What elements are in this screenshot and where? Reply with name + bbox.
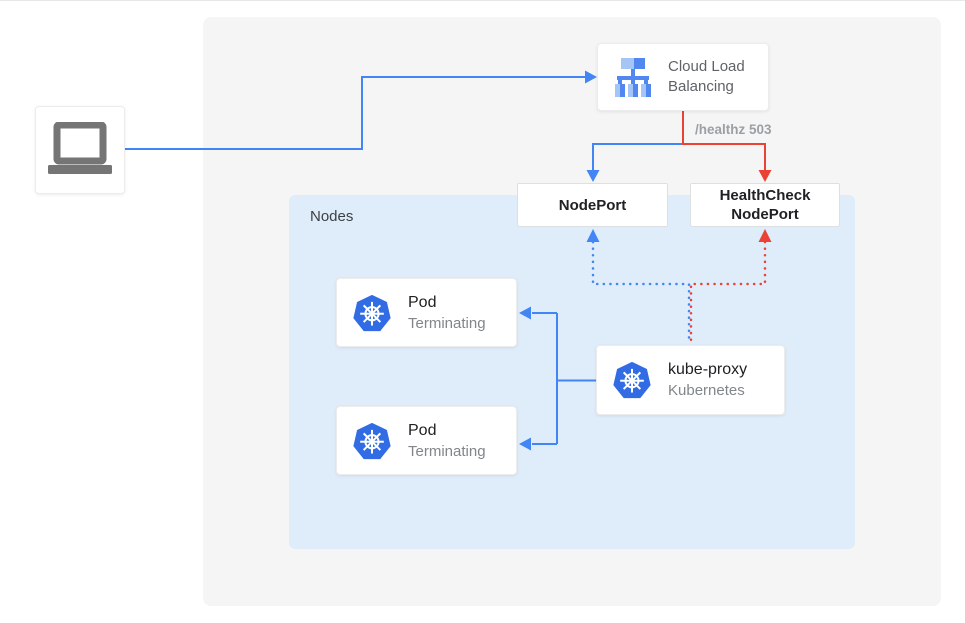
laptop-icon: [47, 122, 113, 178]
load-balancer-icon: [611, 55, 655, 99]
kube-proxy-label: kube-proxy Kubernetes: [668, 361, 748, 399]
kube-proxy-node: kube-proxy Kubernetes: [596, 345, 785, 415]
nodes-group-label: Nodes: [310, 208, 354, 225]
pod-terminating-node-2: Pod Terminating: [336, 406, 517, 475]
healthz-status-label: /healthz 503: [695, 122, 772, 137]
cloud-load-balancing-node: Cloud Load Balancing: [597, 43, 769, 111]
healthcheck-nodeport-node: HealthCheck NodePort: [690, 183, 840, 227]
nodeport-node: NodePort: [517, 183, 668, 227]
client-node: [35, 106, 125, 194]
cloud-load-balancing-label: Cloud Load Balancing: [668, 58, 745, 95]
pod-label: Pod Terminating: [408, 421, 486, 460]
kubernetes-icon: [352, 293, 392, 333]
pod-label: Pod Terminating: [408, 293, 486, 332]
kubernetes-icon: [612, 360, 652, 400]
kubernetes-icon: [352, 421, 392, 461]
pod-terminating-node-1: Pod Terminating: [336, 278, 517, 347]
